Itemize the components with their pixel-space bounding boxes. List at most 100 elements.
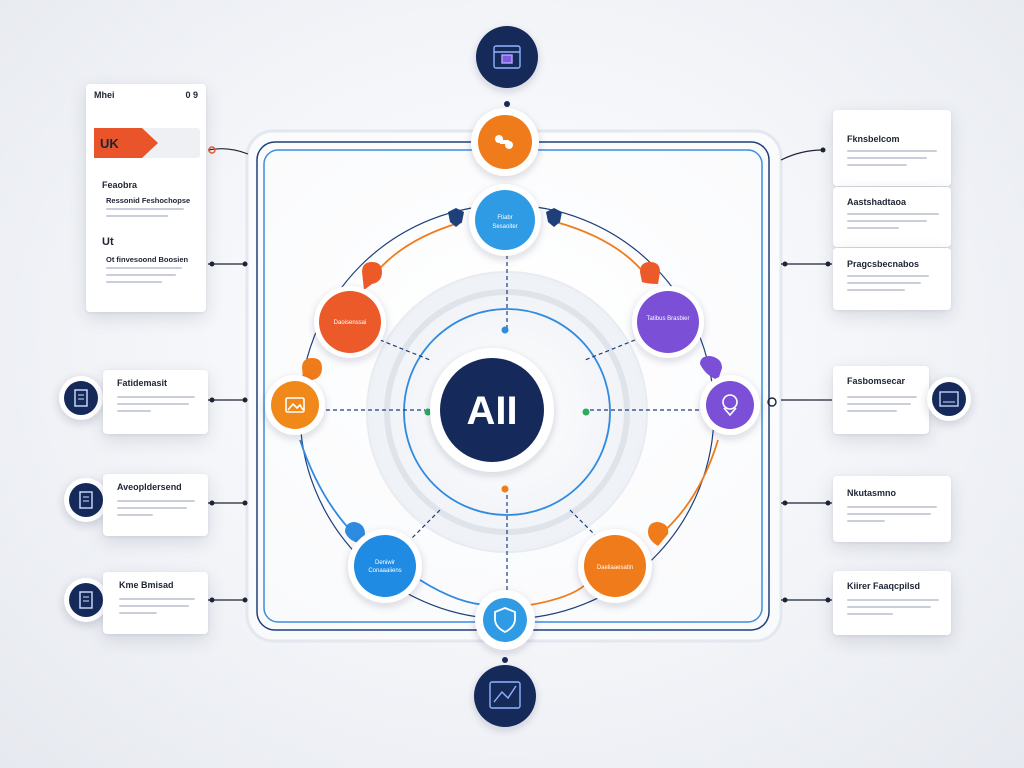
card-line	[117, 403, 189, 405]
left-node[interactable]	[319, 291, 381, 353]
card-line	[847, 213, 939, 215]
card-line	[847, 403, 911, 405]
right-top-card-1-title: Fknsbelcom	[847, 134, 900, 144]
left-card-3-title: Kme Bmisad	[119, 580, 174, 590]
profile-line	[106, 208, 184, 210]
right-card-2[interactable]: Nkutasmno	[833, 476, 951, 542]
right-top-card-3[interactable]: Pragcsbecnabos	[833, 248, 951, 310]
profile-card[interactable]: Mhei 0 9 UK Feaobra Ressonid Feshochopse…	[86, 84, 206, 312]
top-connector-dot	[504, 101, 510, 107]
right-node[interactable]	[637, 291, 699, 353]
side-connectors	[207, 148, 832, 601]
uk-logo-text: UK	[100, 135, 119, 151]
right-top-card-3-title: Pragcsbecnabos	[847, 259, 920, 269]
bottom-badge[interactable]	[474, 665, 536, 727]
right-badge-1[interactable]	[927, 377, 971, 421]
bottom-shield-node[interactable]	[483, 598, 527, 642]
left-badge-3[interactable]	[64, 578, 108, 622]
puzzle-icon	[495, 135, 513, 149]
card-line	[117, 514, 153, 516]
card-line	[119, 612, 157, 614]
document-icon	[69, 483, 103, 517]
card-line	[119, 605, 189, 607]
bubble-bottom-right	[648, 522, 669, 546]
left-card-1[interactable]: Fatidemasit	[103, 370, 208, 434]
card-line	[847, 506, 937, 508]
right-top-card-2-title: Aastshadtaoa	[847, 197, 907, 207]
center-label: AII	[466, 389, 517, 433]
card-line	[847, 520, 885, 522]
card-line	[847, 513, 931, 515]
card-line	[117, 507, 187, 509]
card-line	[117, 410, 151, 412]
bubble-right	[700, 356, 722, 380]
location-icon	[722, 394, 738, 417]
top-node-line2: Sesaoiter	[492, 224, 517, 230]
calendar-icon	[493, 45, 521, 69]
left-badge-2[interactable]	[64, 478, 108, 522]
card-line	[119, 598, 195, 600]
chart-icon	[932, 382, 966, 416]
right-card-2-title: Nkutasmno	[847, 488, 897, 498]
card-line	[847, 150, 937, 152]
dot-bottom	[501, 485, 509, 493]
left-badge-1[interactable]	[59, 376, 103, 420]
card-line	[847, 410, 897, 412]
center-node[interactable]	[440, 358, 544, 462]
card-line	[847, 289, 905, 291]
left-card-1-title: Fatidemasit	[117, 378, 168, 388]
shield-icon	[494, 607, 516, 634]
dot-right	[582, 408, 590, 416]
right-card-1[interactable]: Fasbomsecar	[833, 366, 929, 434]
document-icon	[64, 381, 98, 415]
left-node-label: Daoisenssai	[334, 320, 367, 326]
ring-inner	[403, 308, 611, 516]
bubble-top-right	[640, 262, 660, 284]
connector-ends	[208, 146, 831, 603]
card-line	[847, 599, 939, 601]
profile-line	[106, 281, 162, 283]
chart-icon	[489, 681, 521, 709]
bottom-left-node[interactable]	[354, 535, 416, 597]
card-line	[847, 220, 927, 222]
left-card-3[interactable]: Kme Bmisad	[103, 572, 208, 634]
left-card-2[interactable]: Aveopldersend	[103, 474, 208, 536]
dot-top	[501, 326, 509, 334]
right-card-3[interactable]: Kiirer Faaqcpilsd	[833, 571, 951, 635]
profile-line	[106, 215, 168, 217]
profile-subtitle: Ressonid Feshochopse	[106, 196, 191, 205]
profile-line	[106, 267, 182, 269]
profile-line	[106, 274, 176, 276]
bottom-right-label: Daeliaaesatin	[597, 565, 633, 571]
dashed-connectors	[326, 255, 700, 590]
uk-logo: UK	[94, 128, 158, 158]
dot-left	[424, 408, 432, 416]
right-top-card-1[interactable]: Fknsbelcom	[833, 110, 951, 186]
right-small-node[interactable]	[706, 381, 754, 429]
bottom-right-node[interactable]	[584, 535, 646, 597]
card-line	[847, 606, 931, 608]
right-top-card-2[interactable]: Aastshadtaoa	[833, 187, 951, 247]
top-blue-node[interactable]	[475, 190, 535, 250]
card-line	[847, 157, 927, 159]
image-icon	[285, 397, 305, 413]
top-node-line1: Ftiabr	[497, 215, 512, 221]
bubble-bottom-left	[345, 522, 365, 544]
profile-section-title: Ot finvesoond Boosien	[106, 255, 189, 264]
document-icon	[69, 583, 103, 617]
right-node-label: Tatibus Brasbier	[646, 316, 689, 322]
bottom-left-line1: Deniwir	[375, 560, 395, 566]
bubble-top-left	[362, 262, 382, 290]
gem-left-icon	[448, 208, 464, 227]
bottom-connector-dot	[502, 657, 508, 663]
card-line	[117, 396, 195, 398]
card-line	[847, 613, 893, 615]
card-line	[847, 282, 921, 284]
arc-bottom-b	[529, 584, 586, 606]
profile-corner-text: 0 9	[185, 90, 198, 100]
card-line	[847, 164, 907, 166]
left-card-2-title: Aveopldersend	[117, 482, 182, 492]
right-card-1-title: Fasbomsecar	[847, 376, 906, 386]
bottom-left-line2: Conaaaiiens	[368, 568, 401, 574]
